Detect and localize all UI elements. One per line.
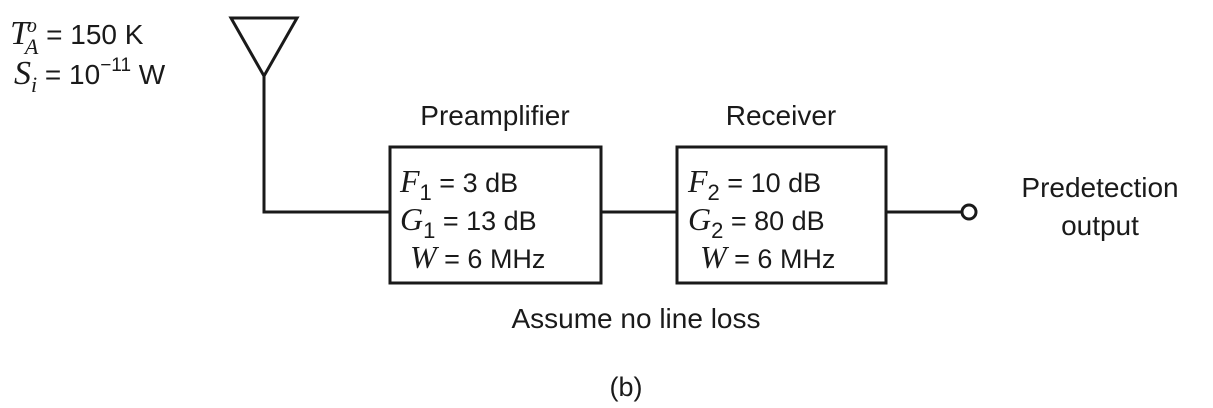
output-label-line2: output [1061, 210, 1139, 241]
antenna-signal-label: Si = 10−11 W [14, 55, 166, 97]
note-text: Assume no line loss [511, 303, 760, 334]
preamplifier-noise-figure: F1 = 3 dB [399, 163, 518, 205]
receiver-noise-figure: F2 = 10 dB [687, 163, 821, 205]
antenna-feed-line [262, 76, 390, 214]
receiver-gain: G2 = 80 dB [688, 201, 825, 243]
preamplifier-gain: G1 = 13 dB [400, 201, 537, 243]
preamplifier-box [388, 145, 603, 285]
preamplifier-bandwidth: W = 6 MHz [410, 239, 545, 275]
figure-caption: (b) [610, 372, 643, 402]
receiver-bandwidth: W = 6 MHz [700, 239, 835, 275]
output-label-line1: Predetection [1021, 172, 1178, 203]
output-terminal-icon [960, 203, 978, 221]
receiver-box [675, 145, 888, 285]
antenna-icon [228, 16, 300, 80]
preamplifier-title: Preamplifier [420, 100, 569, 131]
receiver-title: Receiver [726, 100, 836, 131]
